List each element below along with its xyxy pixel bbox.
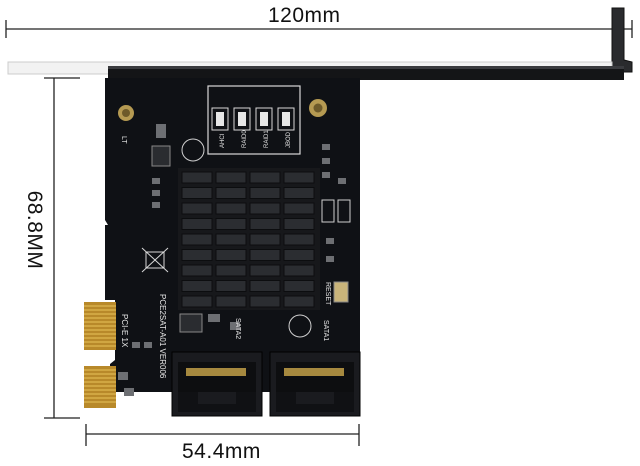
sata2-silkscreen: SATA2 [234,318,241,339]
reset-button [333,281,349,303]
heatsink-fin [283,295,315,308]
heatsink-fin [283,187,315,199]
heatsink-fin [215,295,247,308]
heatsink-fin [181,171,213,184]
heatsink-fin [181,187,213,199]
heatsink-fin [283,280,315,292]
mode-switch-block [207,85,301,155]
heatsink-fin [249,202,281,215]
heatsink-fin [249,280,281,292]
heatsink-fin [249,171,281,184]
metal-bracket [7,7,633,80]
heatsink-fin [215,218,247,230]
switch-label-jbod: JBOD [286,131,292,148]
width-dimension-line [5,20,633,38]
sata1-silkscreen: SATA1 [322,320,329,341]
heatsink-fin [249,264,281,277]
heatsink-fin [283,249,315,261]
heatsink-fin [249,218,281,230]
weee-symbol [141,247,169,273]
width-dimension-label: 120mm [268,4,341,27]
pcie-gold-fingers [84,302,116,408]
switch-label-ahci: AHCI [220,133,226,148]
heatsink-fin [283,218,315,230]
led-silkscreen: LT [120,136,127,144]
heatsink-fin [215,264,247,277]
heatsink-fin [181,202,213,215]
heatsink-fin [181,233,213,246]
heatsink-fin [181,249,213,261]
heatsink-fin [181,280,213,292]
heatsink-fin [215,187,247,199]
heatsink-fin [249,233,281,246]
heatsink-fin [215,249,247,261]
heatsink-fin [283,171,315,184]
heatsink-fin [215,233,247,246]
smd-components [118,124,351,396]
model-silkscreen: PCE2SAT-A01 VER006 [158,294,167,379]
bottom-dimension-label: 54.4mm [182,440,261,463]
sata-port-2 [171,351,263,417]
heatsink-fin [249,249,281,261]
heatsink-fin [181,295,213,308]
sata-port-1 [269,351,361,417]
heatsink-fin [249,295,281,308]
bottom-dimension-line [85,424,360,446]
heatsink [178,138,320,338]
switch-label-raid0: RAID0 [242,130,248,148]
heatsink-fin [249,187,281,199]
interface-silkscreen: PCI-E 1X [120,314,129,348]
heatsink-fin [181,264,213,277]
mounting-screw-left [118,105,134,121]
reset-silkscreen: RESET [324,282,331,306]
heatsink-fin [181,218,213,230]
heatsink-fin [215,202,247,215]
mounting-screw-right [309,99,327,117]
heatsink-fin [283,264,315,277]
heatsink-fin [215,171,247,184]
height-dimension-line [44,77,80,419]
switch-label-raid1: RAID1 [264,130,270,148]
heatsink-fin [283,202,315,215]
heatsink-fin [283,233,315,246]
heatsink-fin [215,280,247,292]
